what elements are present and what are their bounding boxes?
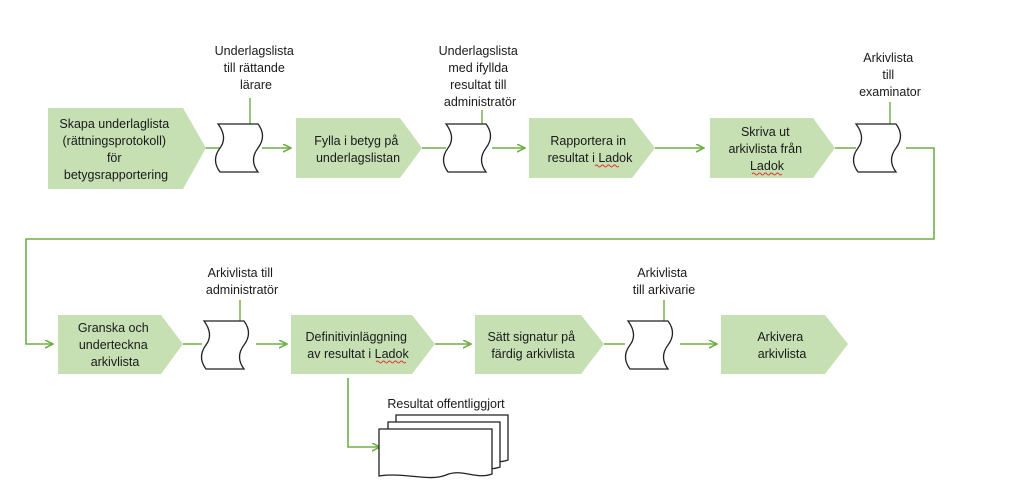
document-2-shape (442, 123, 492, 173)
document-1-shape (214, 123, 264, 173)
step-8: Arkivera arkivlista (721, 315, 848, 374)
connector-d3-s5 (25, 147, 935, 344)
spellcheck-underline (594, 164, 620, 168)
document-5-label: Arkivlista till arkivarie (633, 266, 696, 297)
step-4: Skriva ut arkivlista från Ladok (710, 118, 835, 178)
step-2: Fylla i betyg på underlagslistan (296, 118, 422, 178)
spellcheck-underline (375, 360, 407, 364)
step-7: Sätt signatur på färdig arkivlista (475, 315, 604, 374)
step-8-label: Arkivera arkivlista (757, 330, 806, 361)
document-1-label: Underlagslista till rättande lärare (215, 44, 298, 92)
connectors (25, 147, 935, 447)
multi-document-shape (378, 414, 509, 479)
document-3-label: Arkivlista till examinator (859, 51, 921, 99)
step-7-label: Sätt signatur på färdig arkivlista (487, 330, 578, 361)
step-2-label: Fylla i betyg på underlagslistan (314, 134, 402, 165)
document-6-label: Resultat offentliggjort (387, 397, 505, 411)
document-3: Arkivlista till examinator (852, 51, 921, 173)
step-6: Definitivinläggning av resultat i Ladok (291, 315, 435, 374)
step-3: Rapportera in resultat i Ladok (529, 118, 655, 178)
spellcheck-underline (751, 172, 783, 176)
document-4-shape (200, 320, 250, 370)
step-3-label: Rapportera in resultat i Ladok (548, 134, 634, 165)
document-2-label: Underlagslista med ifyllda resultat till… (439, 44, 522, 109)
step-5-label: Granska och underteckna arkivlista (78, 321, 152, 369)
document-6: Resultat offentliggjort (378, 397, 509, 479)
document-4: Arkivlista till administratör (200, 266, 278, 370)
document-5-shape (624, 320, 674, 370)
step-6-label: Definitivinläggning av resultat i Ladok (306, 330, 411, 361)
document-2: Underlagslista med ifyllda resultat till… (439, 44, 522, 173)
step-1-label: Skapa underlaglista (rättningsprotokoll)… (59, 117, 172, 182)
step-4-label: Skriva ut arkivlista från Ladok (728, 125, 805, 173)
connector-s6-d6 (347, 378, 379, 447)
document-4-label: Arkivlista till administratör (206, 266, 278, 297)
step-5: Granska och underteckna arkivlista (58, 315, 183, 374)
document-5: Arkivlista till arkivarie (624, 266, 696, 370)
document-3-shape (852, 123, 902, 173)
document-1: Underlagslista till rättande lärare (214, 44, 298, 173)
step-1: Skapa underlaglista (rättningsprotokoll)… (48, 108, 206, 189)
